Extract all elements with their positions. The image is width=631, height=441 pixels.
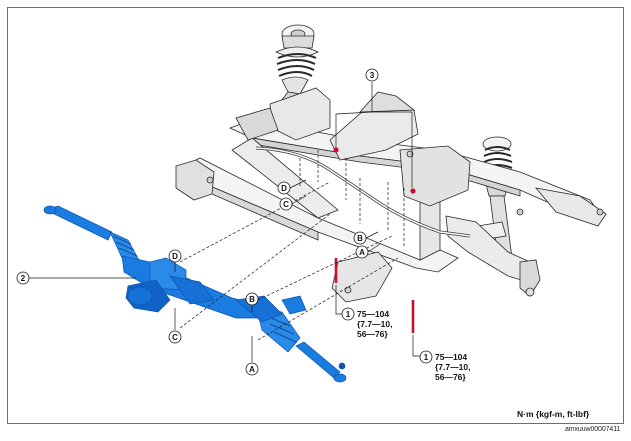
callout-a-gear: A <box>245 362 259 376</box>
svg-text:3: 3 <box>370 71 375 80</box>
svg-text:A: A <box>359 248 365 257</box>
callout-d-gear: D <box>168 249 182 263</box>
callout-2: 2 <box>16 271 30 285</box>
right-strut-assembly <box>477 136 513 261</box>
callout-b-gear: B <box>245 292 259 306</box>
diagram-frame <box>7 7 624 424</box>
svg-text:2: 2 <box>21 274 26 283</box>
svg-text:B: B <box>357 234 363 243</box>
svg-text:B: B <box>249 295 255 304</box>
alignment-dashed-lines <box>179 150 405 341</box>
callout-1-lower: 1 <box>419 350 433 364</box>
callout-b-frame: B <box>353 231 367 245</box>
callout-3: 3 <box>365 68 379 82</box>
callout-1-upper: 1 <box>341 307 355 321</box>
svg-text:1: 1 <box>424 353 429 362</box>
svg-text:1: 1 <box>346 310 351 319</box>
leader-lines <box>29 82 420 362</box>
units-note: N·m {kgf-m, ft-lbf} <box>517 409 590 419</box>
callout-a-frame: A <box>355 245 369 259</box>
svg-text:A: A <box>249 365 255 374</box>
svg-text:D: D <box>281 184 287 193</box>
crossmember-mounting-bolts <box>333 147 416 333</box>
torque-spec-upper: 75—104 {7.7—10, 56—76} <box>357 309 393 339</box>
torque-spec-lower: 75—104 {7.7—10, 56—76} <box>435 352 471 382</box>
callout-d-frame: D <box>277 181 291 195</box>
svg-text:C: C <box>283 200 289 209</box>
document-id: amxuuw00007411 <box>565 426 621 433</box>
callout-c-frame: C <box>279 197 293 211</box>
svg-text:C: C <box>172 333 178 342</box>
front-crossmember <box>175 87 607 303</box>
svg-text:D: D <box>172 252 178 261</box>
callout-c-gear: C <box>168 330 182 344</box>
